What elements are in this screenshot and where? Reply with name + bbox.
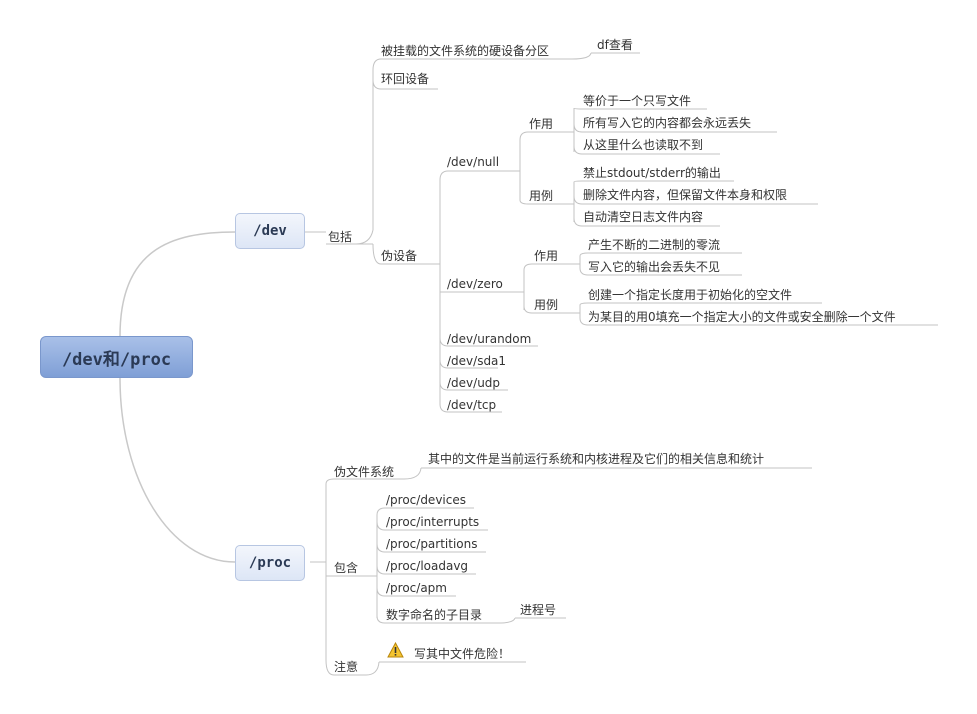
proc-note-text[interactable]: 写其中文件危险！ bbox=[414, 647, 511, 661]
proc-numeric-dirs-node[interactable]: 数字命名的子目录 bbox=[386, 608, 483, 622]
dev-zero-function-label[interactable]: 作用 bbox=[534, 249, 559, 263]
dev-partition-node[interactable]: 被挂载的文件系统的硬设备分区 bbox=[381, 44, 550, 58]
dev-null-function-item[interactable]: 等价于一个只写文件 bbox=[583, 94, 692, 108]
proc-contains-node[interactable]: 包含 bbox=[334, 561, 359, 575]
dev-null-usage-item[interactable]: 自动清空日志文件内容 bbox=[583, 210, 704, 224]
proc-item-node[interactable]: /proc/partitions bbox=[386, 537, 478, 551]
dev-null-function-label[interactable]: 作用 bbox=[529, 117, 554, 131]
proc-item-node[interactable]: /proc/apm bbox=[386, 581, 447, 595]
dev-zero-usage-item[interactable]: 为某目的用0填充一个指定大小的文件或安全删除一个文件 bbox=[588, 310, 896, 324]
dev-includes-label[interactable]: 包括 bbox=[328, 230, 353, 244]
proc-pseudo-fs-desc[interactable]: 其中的文件是当前运行系统和内核进程及它们的相关信息和统计 bbox=[428, 452, 765, 466]
dev-zero-node[interactable]: /dev/zero bbox=[447, 277, 503, 291]
proc-item-node[interactable]: /proc/loadavg bbox=[386, 559, 469, 573]
dev-null-function-item[interactable]: 所有写入它的内容都会永远丢失 bbox=[583, 116, 752, 130]
dev-other-node[interactable]: /dev/tcp bbox=[447, 398, 497, 412]
dev-null-function-item[interactable]: 从这里什么也读取不到 bbox=[583, 138, 704, 152]
topic-dev[interactable]: /dev bbox=[235, 213, 305, 249]
proc-item-node[interactable]: /proc/interrupts bbox=[386, 515, 480, 529]
dev-loop-node[interactable]: 环回设备 bbox=[381, 72, 430, 86]
dev-zero-usage-label[interactable]: 用例 bbox=[534, 298, 559, 312]
dev-null-usage-item[interactable]: 禁止stdout/stderr的输出 bbox=[583, 166, 721, 180]
dev-other-node[interactable]: /dev/udp bbox=[447, 376, 501, 390]
dev-df-node[interactable]: df查看 bbox=[597, 38, 633, 52]
dev-zero-function-item[interactable]: 产生不断的二进制的零流 bbox=[588, 238, 721, 252]
dev-pseudo-node[interactable]: 伪设备 bbox=[381, 249, 418, 263]
dev-null-node[interactable]: /dev/null bbox=[447, 155, 500, 169]
dev-zero-function-item[interactable]: 写入它的输出会丢失不见 bbox=[588, 260, 721, 274]
warning-icon bbox=[387, 642, 404, 658]
central-topic[interactable]: /dev和/proc bbox=[40, 336, 193, 378]
proc-item-node[interactable]: /proc/devices bbox=[386, 493, 466, 507]
proc-pid-node[interactable]: 进程号 bbox=[520, 603, 557, 617]
topic-proc[interactable]: /proc bbox=[235, 545, 305, 581]
topic-dev-label: /dev bbox=[253, 223, 287, 239]
dev-other-node[interactable]: /dev/sda1 bbox=[447, 354, 507, 368]
central-topic-label: /dev和/proc bbox=[61, 349, 172, 370]
dev-other-node[interactable]: /dev/urandom bbox=[447, 332, 532, 346]
proc-note-node[interactable]: 注意 bbox=[334, 660, 359, 674]
topic-proc-label: /proc bbox=[248, 555, 292, 571]
dev-zero-usage-item[interactable]: 创建一个指定长度用于初始化的空文件 bbox=[588, 288, 793, 302]
dev-null-usage-label[interactable]: 用例 bbox=[529, 189, 554, 203]
dev-null-usage-item[interactable]: 删除文件内容，但保留文件本身和权限 bbox=[583, 188, 788, 202]
proc-pseudo-fs-node[interactable]: 伪文件系统 bbox=[334, 465, 395, 479]
